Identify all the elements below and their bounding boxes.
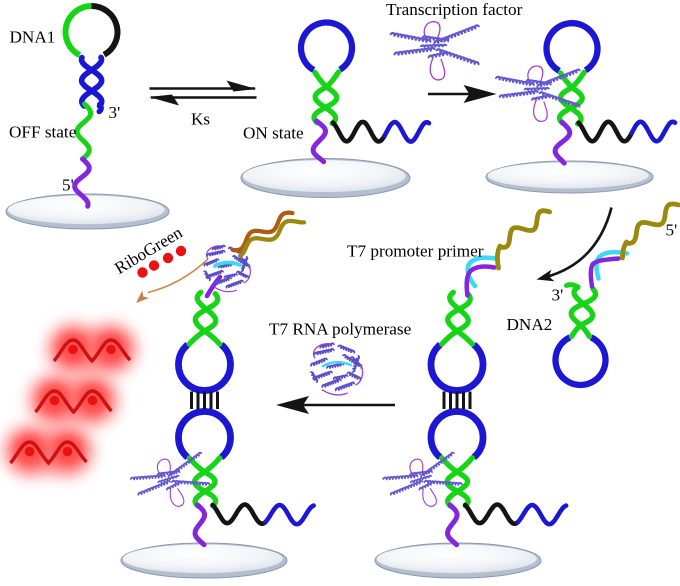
svg-text:5': 5' — [666, 221, 678, 240]
svg-text:3': 3' — [552, 286, 564, 305]
svg-text:ON state: ON state — [243, 124, 304, 143]
svg-text:Ks: Ks — [191, 110, 210, 129]
svg-text:Transcription factor: Transcription factor — [386, 0, 523, 19]
svg-text:OFF state: OFF state — [9, 123, 77, 142]
svg-text:DNA2: DNA2 — [507, 315, 553, 334]
svg-text:T7 RNA polymerase: T7 RNA polymerase — [269, 320, 412, 339]
svg-text:5': 5' — [62, 176, 74, 195]
svg-text:3': 3' — [109, 103, 121, 122]
svg-text:T7 promoter primer: T7 promoter primer — [347, 242, 484, 261]
svg-text:DNA1: DNA1 — [10, 28, 56, 47]
